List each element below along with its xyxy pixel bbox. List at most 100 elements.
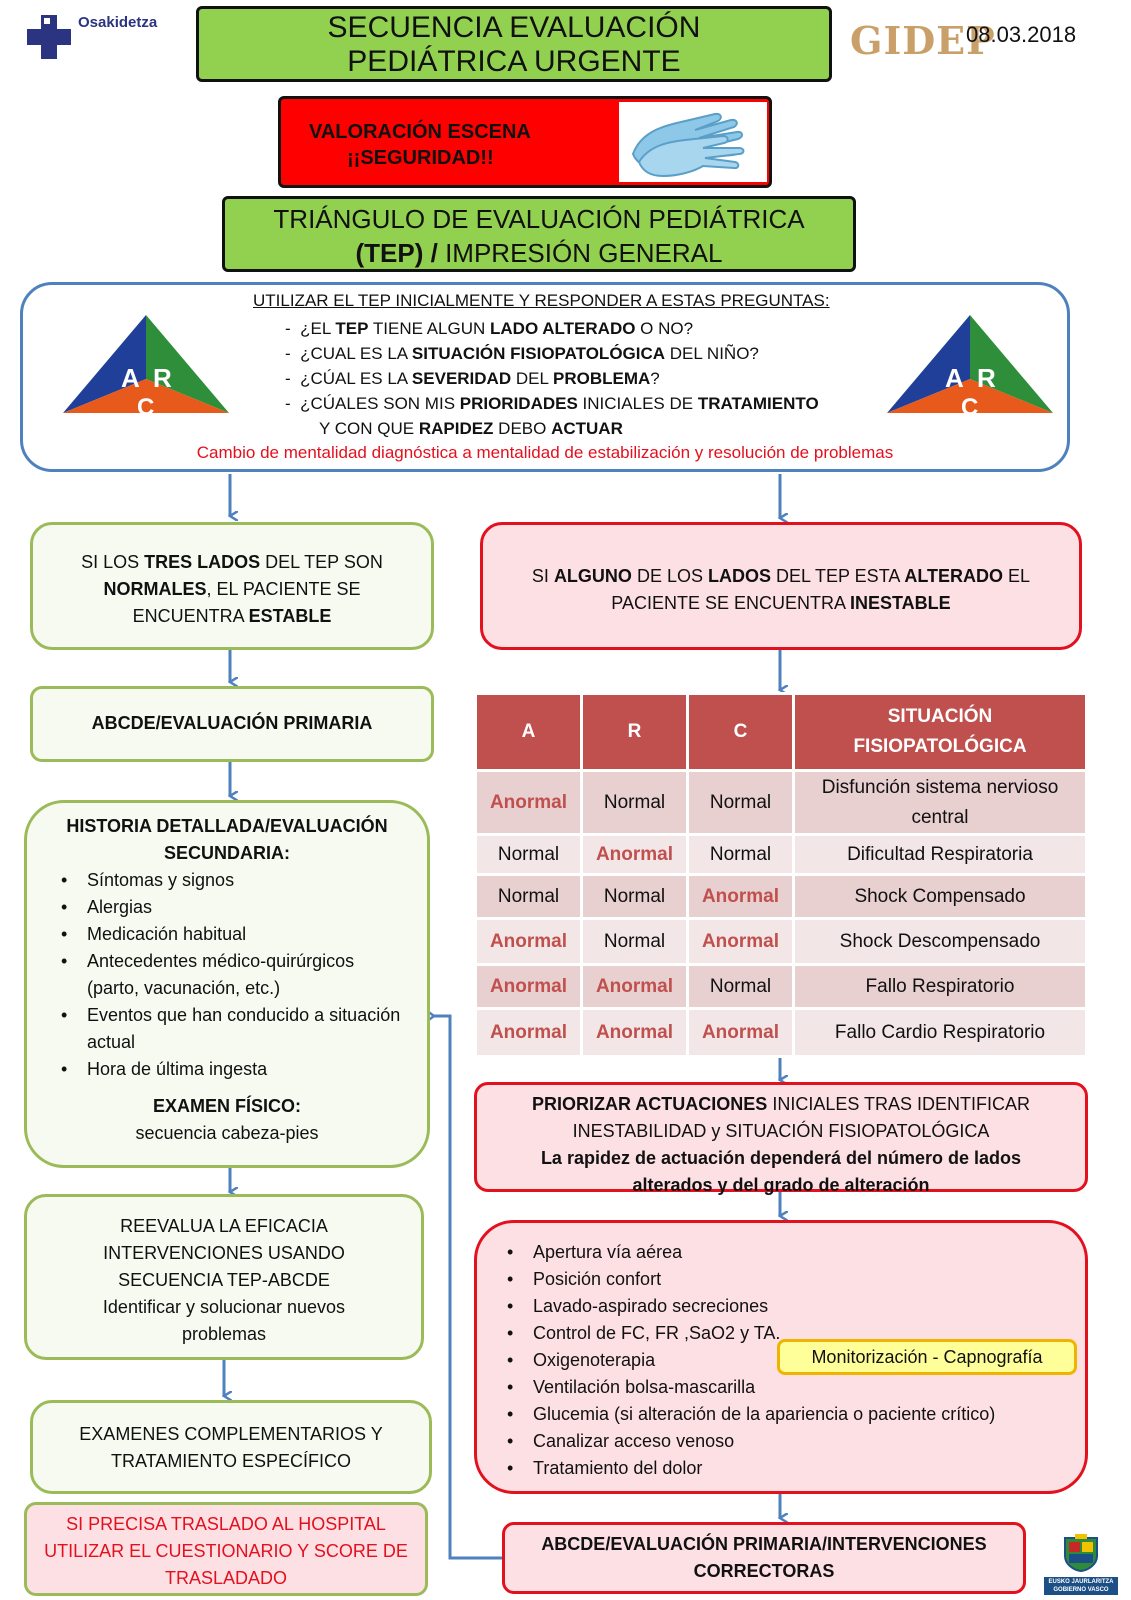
tep-questions-box: A R C A R C UTILIZAR EL TEP INICIALMENTE… (20, 282, 1070, 472)
history-item: Hora de última ingesta (61, 1056, 407, 1083)
history-title: HISTORIA DETALLADA/EVALUACIÓN SECUNDARIA… (27, 813, 427, 867)
action-item: Glucemia (si alteración de la apariencia… (507, 1401, 1085, 1428)
main-title-line1: SECUENCIA EVALUACIÓN (327, 11, 701, 44)
action-item: Tratamiento del dolor (507, 1455, 1085, 1482)
action-item: Canalizar acceso venoso (507, 1428, 1085, 1455)
table-row: Anormal Anormal Normal Fallo Respiratori… (474, 963, 1088, 1010)
table-cell: Anormal (686, 1007, 795, 1058)
stable-line1: SI LOS TRES LADOS DEL TEP SON (81, 552, 383, 572)
table-row: Anormal Normal Anormal Shock Descompensa… (474, 917, 1088, 966)
table-cell: Anormal (474, 917, 583, 966)
table-cell: Anormal (580, 963, 689, 1010)
table-cell: Anormal (686, 917, 795, 966)
tep-title-line1: TRIÁNGULO DE EVALUACIÓN PEDIÁTRICA (273, 204, 805, 234)
gov-label-line1: EUSKO JAURLARITZA (1048, 1579, 1114, 1585)
prioritize-line3: La rapidez de actuación dependerá del nú… (540, 1148, 1022, 1168)
abcde-primary-label: ABCDE/EVALUACIÓN PRIMARIA (91, 713, 373, 733)
reeval-line4: Identificar y solucionar nuevos (102, 1297, 346, 1317)
table-cell: Fallo Cardio Respiratorio (792, 1007, 1088, 1058)
action-item: Oxigenoterapia (507, 1347, 1085, 1374)
reeval-line5: problemas (181, 1324, 267, 1344)
triangle-left-r: R (153, 363, 172, 393)
triangle-right-r: R (977, 363, 996, 393)
logo-text: Osakidetza (78, 14, 158, 31)
stable-line3: ENCUENTRA ESTABLE (132, 606, 332, 626)
table-cell: Shock Compensado (792, 873, 1088, 920)
action-item: Control de FC, FR ,SaO2 y TA. (507, 1320, 1085, 1347)
prioritize-box: PRIORIZAR ACTUACIONES INICIALES TRAS IDE… (474, 1082, 1088, 1195)
table-cell: Anormal (474, 1007, 583, 1058)
final-line1: ABCDE/EVALUACIÓN PRIMARIA/INTERVENCIONES (541, 1534, 987, 1554)
reeval-line3: SECUENCIA TEP-ABCDE (118, 1270, 330, 1290)
question-4-cont: Y CON QUE RAPIDEZ DEBO ACTUAR (319, 419, 623, 438)
cross-logo-icon (27, 15, 71, 59)
gov-label: EUSKO JAURLARITZA GOBIERNO VASCO (1044, 1577, 1118, 1595)
action-item: Ventilación bolsa-mascarilla (507, 1374, 1085, 1401)
table-cell: Fallo Respiratorio (792, 963, 1088, 1010)
gidep-logo: GIDEP (850, 18, 996, 63)
final-interventions-box: ABCDE/EVALUACIÓN PRIMARIA/INTERVENCIONES… (502, 1522, 1026, 1594)
table-cell: Anormal (686, 873, 795, 920)
gloves-image (619, 102, 767, 182)
coat-of-arms-icon (1064, 1534, 1098, 1573)
unstable-line2: PACIENTE SE ENCUENTRA INESTABLE (611, 593, 951, 613)
main-title: SECUENCIA EVALUACIÓN PEDIÁTRICA URGENTE (196, 6, 832, 82)
gov-label-line2: GOBIERNO VASCO (1053, 1587, 1109, 1593)
questions-heading: UTILIZAR EL TEP INICIALMENTE Y RESPONDER… (253, 291, 830, 310)
table-cell: Disfunción sistema nervioso central (792, 769, 1088, 836)
transfer-box: SI PRECISA TRASLADO AL HOSPITAL UTILIZAR… (24, 1502, 428, 1596)
osakidetza-logo: Osakidetza (26, 12, 176, 62)
mentality-note: Cambio de mentalidad diagnóstica a menta… (196, 443, 894, 462)
tep-title-line2: (TEP) / IMPRESIÓN GENERAL (225, 236, 853, 270)
table-row: Anormal Anormal Anormal Fallo Cardio Res… (474, 1007, 1088, 1058)
basque-government-logo: EUSKO JAURLARITZA GOBIERNO VASCO (1044, 1534, 1118, 1595)
action-item: Apertura vía aérea (507, 1239, 1085, 1266)
table-cell: Normal (474, 833, 583, 876)
transfer-line1: SI PRECISA TRASLADO AL HOSPITAL (66, 1514, 386, 1534)
table-header-a: A (474, 692, 583, 772)
table-cell: Normal (686, 769, 795, 836)
reeval-line1: REEVALUA LA EFICACIA (120, 1216, 328, 1236)
transfer-line2: UTILIZAR EL CUESTIONARIO Y SCORE DE (44, 1541, 408, 1561)
tep-title-bold: (TEP) / (355, 238, 438, 268)
table-cell: Anormal (474, 963, 583, 1010)
triangle-right-a: A (945, 363, 964, 393)
monitor-badge: Monitorización - Capnografía (777, 1339, 1077, 1375)
tep-title-rest: IMPRESIÓN GENERAL (437, 238, 723, 268)
tep-triangle-right-icon: A R C (887, 315, 1053, 419)
main-title-line2: PEDIÁTRICA URGENTE (347, 45, 681, 78)
prioritize-line1: PRIORIZAR ACTUACIONES INICIALES TRAS IDE… (531, 1094, 1031, 1114)
question-4: - ¿CÚALES SON MIS PRIORIDADES INICIALES … (285, 394, 819, 413)
triangle-left-c: C (137, 394, 154, 419)
history-box: HISTORIA DETALLADA/EVALUACIÓN SECUNDARIA… (24, 800, 430, 1168)
table-cell: Normal (474, 873, 583, 920)
action-item: Lavado-aspirado secreciones (507, 1293, 1085, 1320)
tep-title: TRIÁNGULO DE EVALUACIÓN PEDIÁTRICA (TEP)… (222, 196, 856, 272)
table-cell: Normal (686, 963, 795, 1010)
complementary-line2: TRATAMIENTO ESPECÍFICO (110, 1451, 352, 1471)
table-row: Normal Normal Anormal Shock Compensado (474, 873, 1088, 920)
table-cell: Anormal (580, 833, 689, 876)
table-cell: Dificultad Respiratoria (792, 833, 1088, 876)
prioritize-line2: INESTABILIDAD y SITUACIÓN FISIOPATOLÓGIC… (572, 1121, 990, 1141)
question-3: - ¿CÚAL ES LA SEVERIDAD DEL PROBLEMA? (285, 369, 660, 388)
table-header-c: C (686, 692, 795, 772)
exam-title: EXAMEN FÍSICO: (152, 1096, 301, 1116)
stable-box: SI LOS TRES LADOS DEL TEP SON NORMALES, … (30, 522, 434, 650)
tep-situation-table: A R C SITUACIÓN FISIOPATOLÓGICA Anormal … (474, 692, 1088, 1058)
table-cell: Normal (580, 769, 689, 836)
history-title-line2: SECUNDARIA: (164, 843, 290, 863)
actions-list: Apertura vía aérea Posición confort Lava… (477, 1239, 1085, 1482)
table-cell: Shock Descompensado (792, 917, 1088, 966)
gloves-icon (631, 112, 745, 178)
tep-situation-table-wrap: A R C SITUACIÓN FISIOPATOLÓGICA Anormal … (474, 692, 1088, 1058)
history-list: Síntomas y signos Alergias Medicación ha… (27, 867, 427, 1083)
final-line2: CORRECTORAS (693, 1561, 835, 1581)
unstable-line1: SI ALGUNO DE LOS LADOS DEL TEP ESTA ALTE… (531, 566, 1031, 586)
prioritize-line4: alterados y del grado de alteración (632, 1175, 930, 1195)
action-item: Posición confort (507, 1266, 1085, 1293)
transfer-line3: TRASLADADO (164, 1568, 288, 1588)
exam-subtitle: secuencia cabeza-pies (135, 1123, 319, 1143)
table-cell: Anormal (580, 1007, 689, 1058)
reeval-line2: INTERVENCIONES USANDO (103, 1243, 345, 1263)
